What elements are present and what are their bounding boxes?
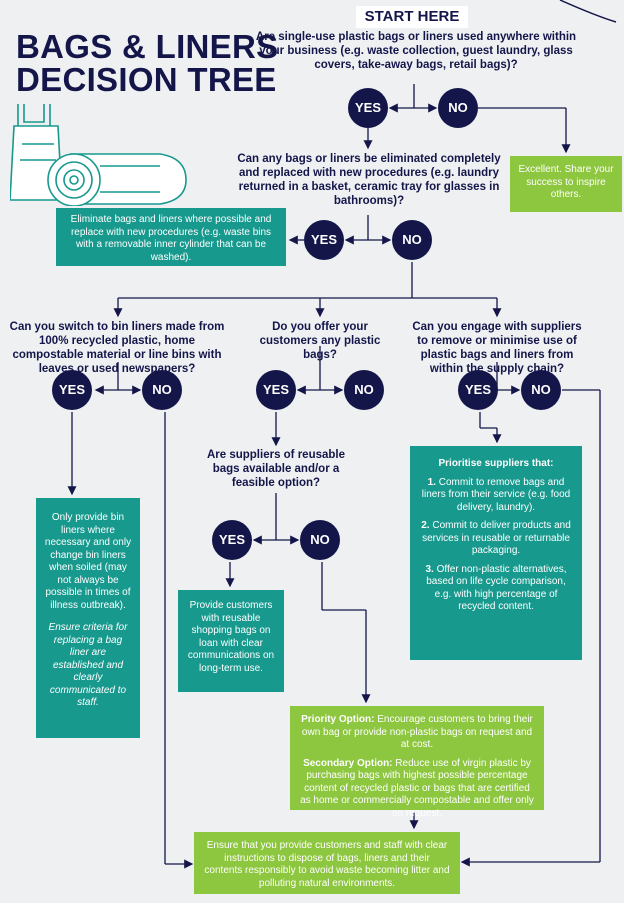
prioritise-heading: Prioritise suppliers that:: [438, 458, 554, 469]
yes-node-q2: YES: [304, 220, 344, 260]
no-node-q5: NO: [521, 370, 561, 410]
no-node-q4: NO: [344, 370, 384, 410]
priority-option: Priority Option: Encourage customers to …: [298, 714, 536, 752]
yes-node-q4: YES: [256, 370, 296, 410]
prioritise-item-1: 1. Commit to remove bags and liners from…: [420, 477, 572, 515]
no-node-q6: NO: [300, 520, 340, 560]
question-eliminate-bags: Can any bags or liners be eliminated com…: [237, 153, 501, 207]
prioritise-item-2-num: 2.: [421, 520, 430, 531]
only-provide-box: Only provide bin liners where necessary …: [36, 498, 140, 738]
yes-node-q5: YES: [458, 370, 498, 410]
prioritise-item-3-num: 3.: [425, 563, 434, 575]
yes-node-q6: YES: [212, 520, 252, 560]
no-node-q2: NO: [392, 220, 432, 260]
page-title: BAGS & LINERS DECISION TREE: [16, 30, 278, 96]
no-node-q3: NO: [142, 370, 182, 410]
question-reusable-suppliers: Are suppliers of reusable bags available…: [206, 449, 346, 489]
secondary-label: Secondary Option:: [303, 757, 393, 769]
prioritise-item-2: 2. Commit to deliver products and servic…: [420, 520, 572, 558]
title-line-1: BAGS & LINERS: [16, 28, 279, 65]
priority-label: Priority Option:: [301, 714, 375, 725]
excellent-box: Excellent. Share your success to inspire…: [510, 156, 622, 212]
question-bin-liners: Can you switch to bin liners made from 1…: [9, 321, 225, 375]
ensure-criteria-text: Ensure criteria for replacing a bag line…: [48, 622, 128, 708]
question-suppliers: Can you engage with suppliers to remove …: [412, 321, 582, 375]
prioritise-item-3-text: Offer non-plastic alternatives, based on…: [426, 563, 567, 613]
eliminate-box: Eliminate bags and liners where possible…: [56, 208, 286, 266]
prioritise-item-1-text: Commit to remove bags and liners from th…: [421, 476, 571, 513]
prioritise-item-3: 3. Offer non-plastic alternatives, based…: [420, 564, 572, 614]
secondary-option: Secondary Option: Reduce use of virgin p…: [298, 758, 536, 821]
secondary-text: Reduce use of virgin plastic by purchasi…: [300, 757, 534, 819]
prioritise-item-2-text: Commit to deliver products and services …: [422, 520, 571, 556]
priority-option-box: Priority Option: Encourage customers to …: [290, 706, 544, 819]
final-instructions-box: Ensure that you provide customers and st…: [194, 832, 460, 894]
prioritise-suppliers-box: Prioritise suppliers that: 1. Commit to …: [410, 446, 582, 660]
only-provide-text: Only provide bin liners where necessary …: [44, 512, 132, 611]
no-node-q1: NO: [438, 88, 478, 128]
question-offer-bags: Do you offer your customers any plastic …: [259, 321, 381, 361]
yes-node-q1: YES: [348, 88, 388, 128]
yes-node-q3: YES: [52, 370, 92, 410]
prioritise-item-1-num: 1.: [427, 476, 436, 488]
title-line-2: DECISION TREE: [16, 61, 277, 98]
start-here-label: START HERE: [356, 6, 468, 28]
priority-text: Encourage customers to bring their own b…: [301, 714, 533, 750]
question-single-use-bags: Are single-use plastic bags or liners us…: [255, 31, 577, 71]
bag-roll-illustration: [10, 104, 187, 206]
reusable-bags-box: Provide customers with reusable shopping…: [178, 590, 284, 692]
